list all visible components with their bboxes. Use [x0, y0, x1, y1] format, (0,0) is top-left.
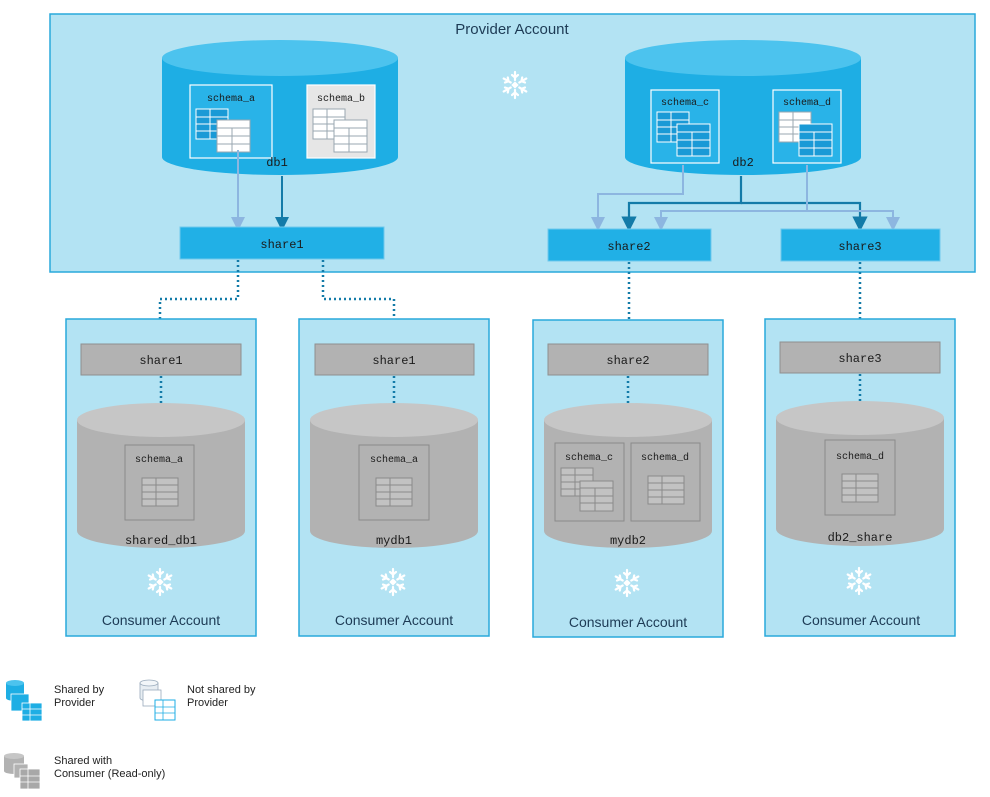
share1-consumer: [314, 343, 475, 376]
table-icon: [375, 477, 413, 507]
legend-shared-by-provider-line1: Shared by: [54, 684, 105, 696]
table-icon: [841, 473, 879, 503]
db2-share-label: db2_share: [828, 531, 893, 545]
legend-shared-with-consumer-line1: Shared with: [54, 755, 112, 767]
share1-provider: [179, 226, 385, 260]
share2-consumer-label: share2: [606, 354, 649, 368]
table-icon: [312, 108, 368, 153]
legend-shared-with-consumer-line2: Consumer (Read-only): [54, 768, 165, 780]
consumer-account-title: Consumer Account: [335, 612, 453, 628]
share3-consumer: [779, 341, 941, 374]
consumer-account-2: share1 schema_a mydb1 Consumer Account: [298, 318, 490, 637]
share3-provider-label: share3: [838, 240, 881, 254]
schema-a-label: schema_a: [135, 454, 183, 466]
table-icon: [141, 477, 179, 507]
consumer-account-4: share3 schema_d db2_share Consumer Accou…: [764, 318, 956, 637]
schema-d-label: schema_d: [783, 97, 831, 109]
schema-c-label: schema_c: [565, 452, 613, 464]
share2-consumer: [547, 343, 709, 376]
share3-consumer-label: share3: [838, 352, 881, 366]
share1-consumer-label: share1: [139, 354, 182, 368]
share3-provider: [780, 228, 941, 262]
share-connectors: [151, 260, 869, 348]
table-icon: [560, 467, 614, 512]
table-icon: [647, 475, 685, 505]
consumer-account-1: share1 schema_a shared_db1 Consumer Acco…: [65, 318, 257, 637]
legend-not-shared-line1: Not shared by: [187, 684, 256, 696]
db2-cylinder: schema_c schema_d db2: [625, 40, 861, 175]
share1-consumer: [80, 343, 242, 376]
share1-provider-label: share1: [260, 238, 303, 252]
mydb1-label: mydb1: [376, 534, 412, 548]
share1-consumer-label: share1: [372, 354, 415, 368]
shared-with-consumer-icon: [4, 753, 41, 790]
consumer-account-3: share2 schema_c schema_d mydb2 Consumer …: [532, 319, 724, 638]
not-shared-by-provider-icon: [139, 679, 176, 721]
mydb2-label: mydb2: [610, 534, 646, 548]
provider-account-title: Provider Account: [455, 21, 569, 38]
legend-shared-by-provider-line2: Provider: [54, 697, 95, 709]
consumer-account-title: Consumer Account: [802, 612, 920, 628]
legend: Shared by Provider Not shared by Provide…: [4, 679, 256, 790]
db2-label: db2: [732, 156, 754, 170]
schema-d-label: schema_d: [836, 451, 884, 463]
provider-arrows: [231, 150, 900, 232]
table-icon: [656, 111, 711, 157]
shared-by-provider-icon: [6, 680, 43, 722]
share2-provider-label: share2: [607, 240, 650, 254]
schema-a-label: schema_a: [207, 93, 255, 105]
schema-d-label: schema_d: [641, 452, 689, 464]
consumer-account-title: Consumer Account: [569, 614, 687, 630]
legend-not-shared-line2: Provider: [187, 697, 228, 709]
shared-db1-label: shared_db1: [125, 534, 197, 548]
schema-c-label: schema_c: [661, 97, 709, 109]
db1-cylinder: schema_a schema_b db1: [162, 40, 398, 175]
share2-provider: [547, 228, 712, 262]
db1-label: db1: [266, 156, 288, 170]
schema-a-label: schema_a: [370, 454, 418, 466]
consumer-account-title: Consumer Account: [102, 612, 220, 628]
schema-b-label: schema_b: [317, 93, 365, 105]
